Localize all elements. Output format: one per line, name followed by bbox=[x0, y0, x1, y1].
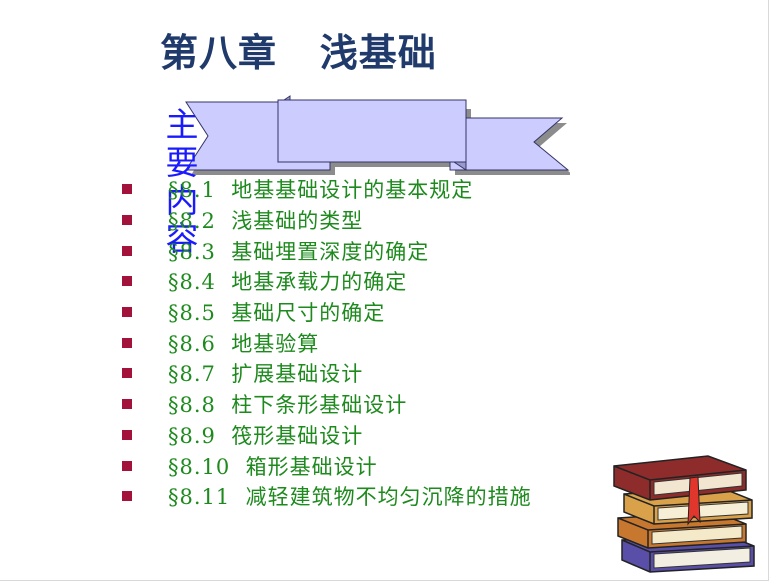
list-item: §8.6 地基验算 bbox=[118, 327, 532, 358]
list-item-text: §8.11 减轻建筑物不均匀沉降的措施 bbox=[168, 485, 532, 510]
list-item-text: §8.5 基础尺寸的确定 bbox=[168, 301, 386, 326]
square-bullet-icon bbox=[122, 399, 132, 410]
square-bullet-icon bbox=[122, 337, 132, 348]
square-bullet-icon bbox=[122, 491, 132, 502]
list-item-text: §8.10 箱形基础设计 bbox=[168, 454, 378, 479]
list-item-text: §8.2 浅基础的类型 bbox=[168, 209, 364, 234]
square-bullet-icon bbox=[122, 215, 132, 226]
list-item: §8.7 扩展基础设计 bbox=[118, 358, 532, 389]
list-item: §8.1 地基基础设计的基本规定 bbox=[118, 174, 532, 205]
list-item-text: §8.9 筏形基础设计 bbox=[168, 423, 364, 448]
list-item: §8.2 浅基础的类型 bbox=[118, 205, 532, 236]
list-item-text: §8.3 基础埋置深度的确定 bbox=[168, 239, 430, 264]
list-item: §8.10 箱形基础设计 bbox=[118, 450, 532, 481]
square-bullet-icon bbox=[122, 276, 132, 287]
square-bullet-icon bbox=[122, 245, 132, 256]
list-item: §8.8 柱下条形基础设计 bbox=[118, 389, 532, 420]
section-side-label: 主要内容 bbox=[165, 105, 199, 258]
list-item-text: §8.4 地基承载力的确定 bbox=[168, 270, 408, 295]
chapter-title: 第八章 浅基础 bbox=[160, 31, 437, 75]
book-stack-icon bbox=[613, 455, 755, 573]
contents-list: §8.1 地基基础设计的基本规定 §8.2 浅基础的类型 §8.3 基础埋置深度… bbox=[118, 174, 532, 512]
list-item: §8.11 减轻建筑物不均匀沉降的措施 bbox=[118, 481, 532, 512]
square-bullet-icon bbox=[122, 307, 132, 318]
list-item: §8.4 地基承载力的确定 bbox=[118, 266, 532, 297]
list-item: §8.3 基础埋置深度的确定 bbox=[118, 235, 532, 266]
list-item-text: §8.1 地基基础设计的基本规定 bbox=[168, 178, 474, 203]
list-item-text: §8.8 柱下条形基础设计 bbox=[168, 393, 408, 418]
square-bullet-icon bbox=[122, 460, 132, 471]
ribbon-banner-icon bbox=[185, 95, 570, 175]
square-bullet-icon bbox=[122, 368, 132, 379]
list-item-text: §8.6 地基验算 bbox=[168, 331, 320, 356]
list-item: §8.5 基础尺寸的确定 bbox=[118, 297, 532, 328]
square-bullet-icon bbox=[122, 429, 132, 440]
square-bullet-icon bbox=[122, 184, 132, 195]
list-item: §8.9 筏形基础设计 bbox=[118, 420, 532, 451]
list-item-text: §8.7 扩展基础设计 bbox=[168, 362, 364, 387]
